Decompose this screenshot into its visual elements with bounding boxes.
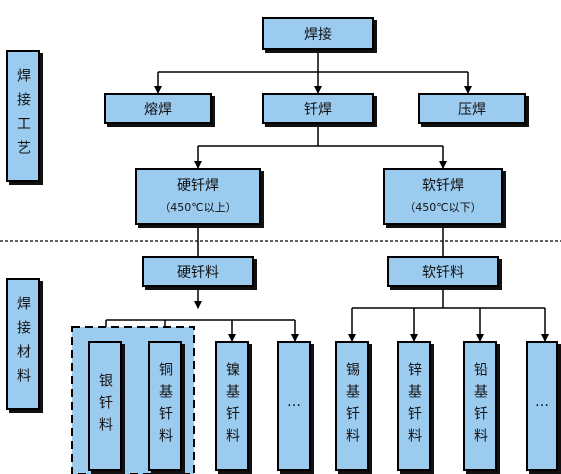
node-brazing-label: 钎焊	[304, 101, 332, 118]
node-welding-root-label: 焊接	[304, 26, 332, 43]
node-soft-soldering-label: 软钎焊	[421, 177, 464, 194]
leaf-hard-more: …	[277, 341, 311, 471]
leaf-soft-more: …	[526, 341, 558, 471]
node-pressure-welding-label: 压焊	[458, 101, 486, 118]
leaf-zinc-based-solder-label: 锌基钎料	[406, 362, 422, 450]
leaf-lead-based-solder-label: 铅基钎料	[472, 362, 488, 450]
node-hard-solder-material-label: 硬钎料	[177, 264, 219, 281]
side-label-materials: 焊接材料	[6, 278, 40, 410]
node-hard-soldering-note: （450℃以上）	[159, 201, 237, 215]
leaf-silver-solder-label: 银钎料	[97, 373, 113, 439]
node-fusion-welding: 熔焊	[104, 93, 212, 124]
node-fusion-welding-label: 熔焊	[144, 101, 172, 118]
leaf-copper-based-solder: 铜基钎料	[148, 341, 182, 471]
leaf-copper-based-solder-label: 铜基钎料	[157, 362, 173, 450]
leaf-silver-solder: 银钎料	[88, 341, 122, 471]
node-soft-solder-material: 软钎料	[387, 256, 499, 287]
node-brazing: 钎焊	[262, 93, 374, 124]
node-soft-soldering: 软钎焊 （450℃以下）	[383, 168, 503, 225]
leaf-nickel-based-solder: 镍基钎料	[215, 341, 249, 471]
leaf-nickel-based-solder-label: 镍基钎料	[224, 362, 240, 450]
node-soft-soldering-note: （450℃以下）	[404, 201, 482, 215]
leaf-soft-more-label: …	[534, 394, 550, 418]
leaf-zinc-based-solder: 锌基钎料	[397, 341, 431, 471]
leaf-hard-more-label: …	[286, 394, 302, 418]
side-label-process: 焊接工艺	[6, 50, 40, 182]
node-welding-root: 焊接	[262, 17, 374, 50]
node-hard-soldering: 硬钎焊 （450℃以上）	[135, 168, 261, 225]
node-hard-soldering-label: 硬钎焊	[176, 177, 219, 194]
node-pressure-welding: 压焊	[418, 93, 526, 124]
node-soft-solder-material-label: 软钎料	[422, 264, 464, 281]
node-hard-solder-material: 硬钎料	[142, 256, 254, 287]
leaf-tin-based-solder: 锡基钎料	[335, 341, 369, 471]
side-label-materials-text: 焊接材料	[15, 296, 31, 392]
leaf-lead-based-solder: 铅基钎料	[463, 341, 497, 471]
side-label-process-text: 焊接工艺	[15, 68, 31, 164]
leaf-tin-based-solder-label: 锡基钎料	[344, 362, 360, 450]
